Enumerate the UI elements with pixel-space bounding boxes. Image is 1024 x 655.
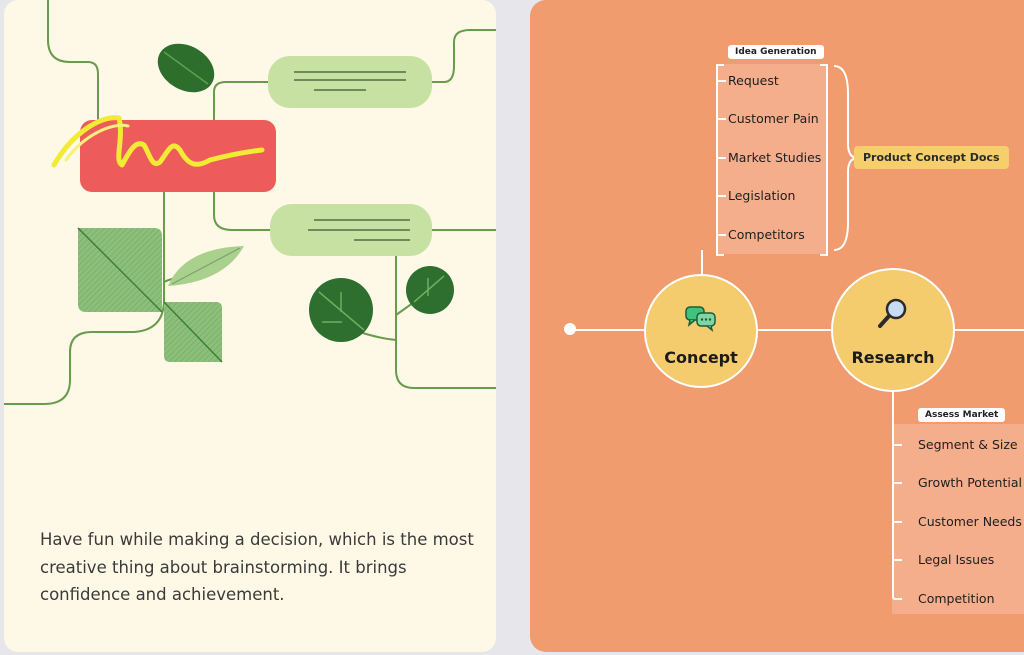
list-tick: [718, 157, 726, 159]
concept-label: Concept: [664, 348, 738, 367]
list-tick: [894, 482, 902, 484]
idea-item-market-studies[interactable]: Market Studies: [728, 150, 822, 165]
research-down-connector: [892, 388, 894, 402]
idea-generation-bracket: [716, 64, 724, 256]
idea-generation-tag[interactable]: Idea Generation: [728, 45, 824, 59]
idea-generation-bracket-right: [820, 64, 828, 256]
assess-market-bracket: [892, 402, 900, 600]
product-concept-docs-badge[interactable]: Product Concept Docs: [854, 146, 1009, 169]
assess-item-competition[interactable]: Competition: [918, 591, 995, 606]
research-label: Research: [851, 348, 935, 367]
assess-item-customer-needs[interactable]: Customer Needs: [918, 514, 1022, 529]
main-connector: [570, 329, 1024, 331]
assess-market-tag[interactable]: Assess Market: [918, 408, 1006, 422]
mindmap-card: Idea Generation Request Customer Pain Ma…: [530, 0, 1024, 652]
list-tick: [718, 234, 726, 236]
illustration-card: Have fun while making a decision, which …: [4, 0, 496, 652]
list-tick: [894, 521, 902, 523]
list-tick: [894, 559, 902, 561]
idea-generation-panel: [716, 64, 826, 254]
assess-item-segment-size[interactable]: Segment & Size: [918, 437, 1018, 452]
idea-item-customer-pain[interactable]: Customer Pain: [728, 111, 819, 126]
assess-item-growth-potential[interactable]: Growth Potential: [918, 475, 1022, 490]
start-dot: [564, 323, 576, 335]
concept-up-connector: [701, 250, 703, 274]
assess-market-panel: [892, 424, 1024, 614]
speech-bubbles-icon: [685, 306, 716, 332]
plant-illustration: [4, 0, 496, 405]
idea-item-competitors[interactable]: Competitors: [728, 227, 805, 242]
list-tick: [894, 598, 902, 600]
idea-item-legislation[interactable]: Legislation: [728, 188, 796, 203]
concept-node[interactable]: Concept: [644, 274, 758, 388]
list-tick: [718, 118, 726, 120]
assess-item-legal-issues[interactable]: Legal Issues: [918, 552, 995, 567]
list-tick: [718, 195, 726, 197]
list-tick: [718, 80, 726, 82]
research-node[interactable]: Research: [831, 268, 955, 392]
description-text: Have fun while making a decision, which …: [40, 530, 474, 604]
magnifier-icon: [878, 298, 907, 328]
list-tick: [894, 444, 902, 446]
idea-item-request[interactable]: Request: [728, 73, 779, 88]
